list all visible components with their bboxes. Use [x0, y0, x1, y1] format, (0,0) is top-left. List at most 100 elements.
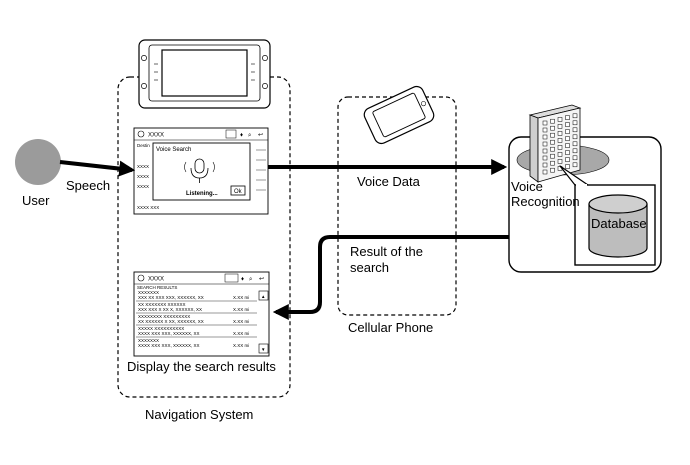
building-icon — [528, 104, 582, 183]
scroll-up-icon: ▲ — [261, 294, 265, 299]
result-label-line1: Result of the — [350, 244, 423, 259]
result-distance: X.XX mi — [233, 319, 249, 324]
list-row-placeholder: XXXX — [137, 164, 149, 169]
result-address: XX XXXXXX X XX, XXXXXX, XX — [138, 319, 204, 324]
building-window — [557, 124, 563, 129]
list-row-placeholder: XXXX — [137, 184, 149, 189]
building-window — [572, 127, 578, 133]
building-window — [542, 162, 548, 168]
building-window — [572, 148, 578, 154]
building-window — [557, 159, 563, 164]
building-window — [565, 136, 570, 141]
eye-icon — [137, 130, 145, 138]
result-address: XXXX XXX XXX, XXXXXX, XX — [138, 331, 200, 336]
building-window — [565, 157, 570, 162]
result-label-line2: search — [350, 260, 390, 275]
result-address: XXX XXX X XX X, XXXXXX, XX — [138, 307, 202, 312]
voice-recognition-label-line2: Recognition — [511, 194, 580, 209]
building-window — [557, 131, 563, 136]
building-window — [572, 141, 578, 147]
screen1-header: XXXX — [148, 133, 164, 139]
pin-icon: ♦ — [241, 277, 244, 283]
building-window — [542, 120, 548, 126]
speech-label: Speech — [66, 178, 111, 193]
dialog-title: Voice Search — [156, 147, 191, 153]
building-window — [542, 155, 548, 161]
building-window — [557, 145, 563, 150]
result-name: XX XXXXXXX XXXXXX — [138, 302, 186, 307]
screen2-header: XXXX — [148, 277, 164, 283]
result-row[interactable]: XXXXX XXXXXXXXXX XXXX XXX XXX, XXXXXX, X… — [138, 326, 249, 336]
building-window — [542, 169, 548, 175]
building-window — [550, 167, 555, 173]
building-window — [565, 122, 570, 127]
building-window — [542, 141, 548, 147]
building-window — [572, 162, 578, 168]
ok-button-label: Ok — [234, 189, 243, 195]
building-window — [542, 134, 548, 140]
building-window — [550, 139, 555, 145]
result-name: XXXXXXXX XXXXXXXXX — [138, 314, 190, 319]
result-address: XXX XX XXX XXX, XXXXXX, XX — [138, 295, 204, 300]
building-window — [557, 117, 563, 122]
speech-arrow — [59, 160, 136, 177]
result-distance: X.XX mi — [233, 307, 249, 312]
result-row[interactable]: XXXXXXX XXX XX XXX XXX, XXXXXX, XX X.XX … — [138, 290, 249, 300]
search-icon: ⌕ — [248, 133, 251, 139]
microphone-icon — [184, 158, 215, 183]
result-name: XXXXX XXXXXXXXXX — [138, 326, 184, 331]
building-window — [550, 125, 555, 131]
search-result-arrow — [272, 235, 509, 320]
head-unit-icon — [138, 39, 271, 109]
building-window — [572, 155, 578, 161]
scroll-down-icon: ▼ — [261, 347, 265, 352]
side-label: Destin — [137, 143, 150, 148]
building-window — [565, 115, 570, 120]
result-address: XXXX XXX XXX, XXXXXX, XX — [138, 343, 200, 348]
building-window — [550, 132, 555, 138]
footer-text: XXXX XXX — [137, 205, 159, 210]
result-distance: X.XX mi — [233, 343, 249, 348]
building-window — [565, 164, 570, 169]
building-window — [572, 120, 578, 126]
search-results-screen: XXXX ♦ ⌕ ↩ SEARCH RESULTS ▲ ▼ XXXXXXX XX… — [133, 271, 270, 357]
voice-data-label: Voice Data — [357, 174, 420, 189]
voice-recognition-label-line1: Voice — [511, 179, 543, 194]
ok-button[interactable] — [230, 185, 246, 196]
scroll-up-button[interactable] — [258, 290, 269, 301]
building-window — [542, 127, 548, 133]
user-label: User — [22, 193, 50, 208]
cellular-phone-label: Cellular Phone — [348, 320, 434, 335]
building-window — [572, 113, 578, 119]
voice-search-screen: XXXX ♦ ⌕ ↩ Destin XXXX XXXX XXXX XXXX XX… — [133, 127, 269, 215]
result-row[interactable]: XXXXXXX XXXX XXX XXX, XXXXXX, XX X.XX mi — [138, 338, 249, 348]
results-title: SEARCH RESULTS — [137, 285, 177, 290]
building-window — [550, 160, 555, 166]
scroll-down-button[interactable] — [258, 343, 269, 354]
result-row[interactable]: XX XXXXXXX XXXXXX XXX XXX X XX X, XXXXXX… — [138, 302, 249, 312]
list-row-placeholder: XXXX — [137, 174, 149, 179]
result-row[interactable]: XXXXXXXX XXXXXXXXX XX XXXXXX X XX, XXXXX… — [138, 314, 249, 324]
listening-status: Listening... — [186, 191, 218, 197]
building-window — [557, 152, 563, 157]
pin-icon: ♦ — [240, 133, 243, 139]
database-label: Database — [591, 216, 647, 231]
back-icon: ↩ — [259, 277, 264, 283]
building-window — [542, 148, 548, 154]
result-distance: X.XX mi — [233, 295, 249, 300]
building-window — [565, 143, 570, 148]
building-window — [557, 138, 563, 143]
building-window — [550, 118, 555, 124]
result-name: XXXXXXX — [138, 338, 159, 343]
back-icon: ↩ — [258, 133, 263, 139]
smartphone-icon — [363, 85, 435, 145]
display-results-label: Display the search results — [127, 359, 276, 374]
building-window — [550, 153, 555, 159]
result-distance: X.XX mi — [233, 331, 249, 336]
search-icon: ⌕ — [249, 277, 252, 283]
building-window — [565, 129, 570, 134]
building-window — [565, 150, 570, 155]
navigation-system-label: Navigation System — [145, 407, 254, 422]
